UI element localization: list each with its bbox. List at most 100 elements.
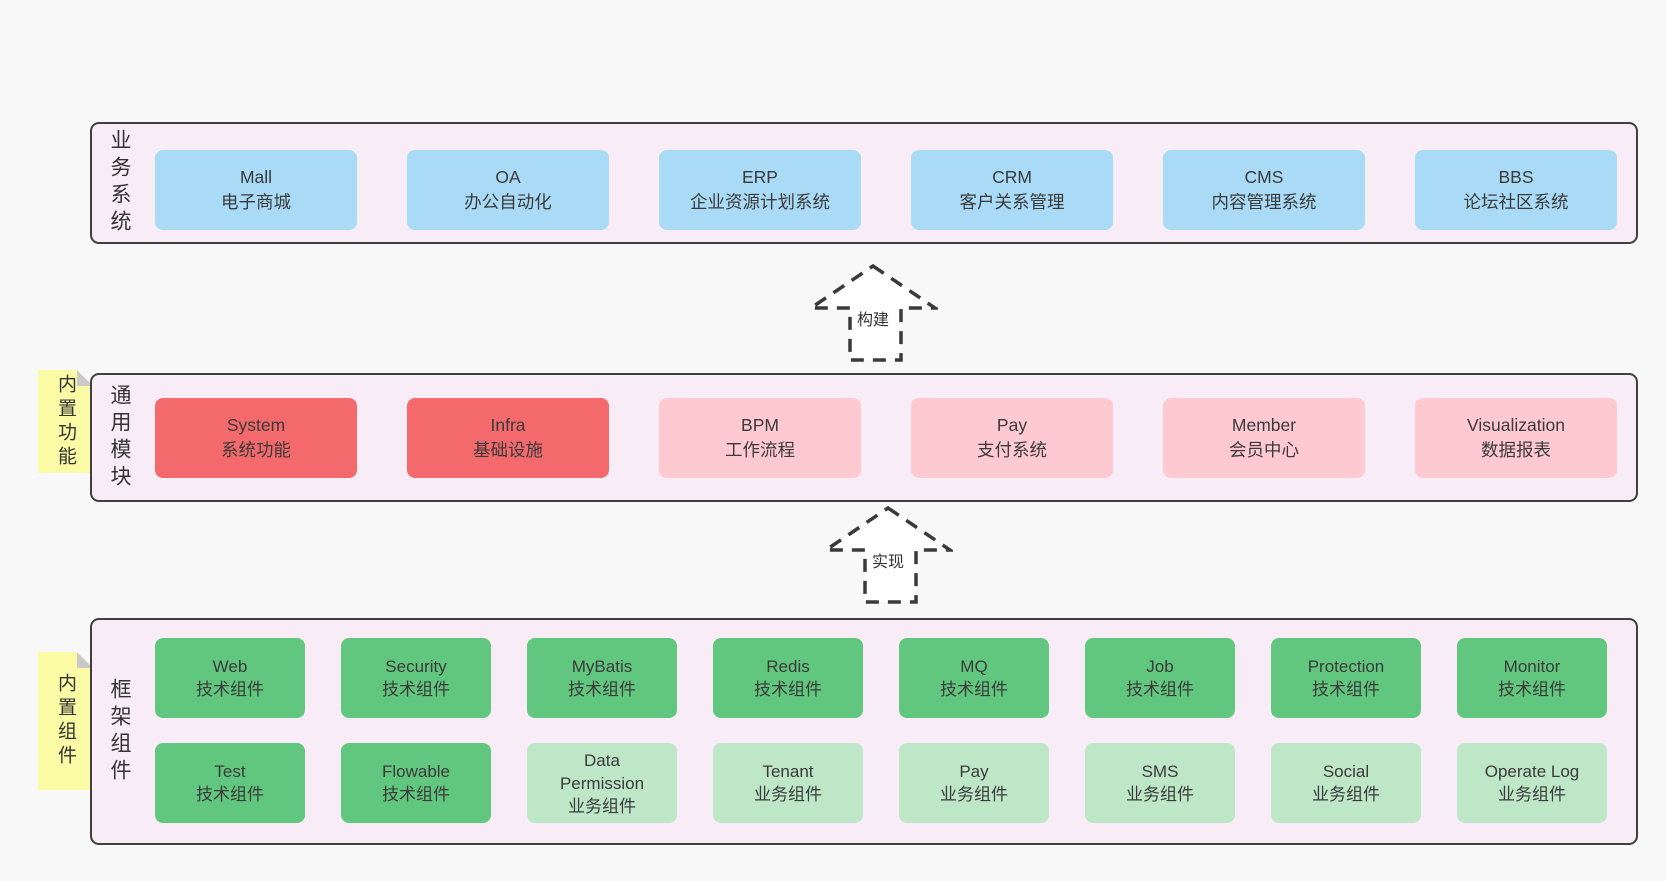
box-monitor: Monitor 技术组件 (1457, 638, 1607, 718)
box-title: Tenant (762, 762, 814, 781)
box-title: CMS (1244, 167, 1284, 187)
box-mall: Mall 电子商城 (155, 150, 357, 230)
box-subtitle: 技术组件 (754, 680, 822, 699)
box-subtitle: 技术组件 (568, 680, 636, 699)
box-pay-system: Pay 支付系统 (911, 398, 1113, 478)
box-crm: CRM 客户关系管理 (911, 150, 1113, 230)
box-title: Operate Log (1484, 762, 1580, 781)
box-oa: OA 办公自动化 (407, 150, 609, 230)
box-title: Data Permission (559, 750, 645, 793)
box-subtitle: 企业资源计划系统 (690, 192, 830, 212)
business-box-row: Mall 电子商城 OA 办公自动化 ERP 企业资源计划系统 CRM 客户关系… (155, 150, 1617, 230)
box-sms: SMS 业务组件 (1085, 743, 1235, 823)
box-subtitle: 业务组件 (1312, 785, 1380, 804)
box-job: Job 技术组件 (1085, 638, 1235, 718)
implement-arrow: 实现 (823, 505, 953, 605)
box-pay-component: Pay 业务组件 (899, 743, 1049, 823)
box-system: System 系统功能 (155, 398, 357, 478)
box-test: Test 技术组件 (155, 743, 305, 823)
box-subtitle: 基础设施 (473, 440, 543, 460)
box-flowable: Flowable 技术组件 (341, 743, 491, 823)
modules-box-row: System 系统功能 Infra 基础设施 BPM 工作流程 Pay 支付系统… (155, 398, 1617, 478)
framework-box-row-1: Web 技术组件 Security 技术组件 MyBatis 技术组件 Redi… (155, 638, 1607, 718)
box-security: Security 技术组件 (341, 638, 491, 718)
box-subtitle: 工作流程 (725, 440, 795, 460)
framework-box-row-2: Test 技术组件 Flowable 技术组件 Data Permission … (155, 743, 1607, 823)
box-subtitle: 系统功能 (221, 440, 291, 460)
box-subtitle: 技术组件 (1126, 680, 1194, 699)
box-subtitle: 论坛社区系统 (1463, 192, 1569, 212)
box-subtitle: 技术组件 (196, 785, 264, 804)
box-tenant: Tenant 业务组件 (713, 743, 863, 823)
box-subtitle: 业务组件 (1498, 785, 1566, 804)
box-cms: CMS 内容管理系统 (1163, 150, 1365, 230)
box-operate-log: Operate Log 业务组件 (1457, 743, 1607, 823)
box-title: BPM (741, 415, 779, 435)
panel-modules-label: 通用模块 (108, 383, 131, 492)
box-title: Job (1146, 657, 1174, 676)
box-title: Member (1231, 415, 1297, 435)
box-protection: Protection 技术组件 (1271, 638, 1421, 718)
panel-business-systems: 业务系统 Mall 电子商城 OA 办公自动化 ERP 企业资源计划系统 CRM… (90, 122, 1638, 244)
sticky-note-builtin-features: 内置功能 (38, 370, 93, 473)
box-title: Test (214, 762, 246, 781)
box-subtitle: 会员中心 (1229, 440, 1299, 460)
box-subtitle: 办公自动化 (464, 192, 552, 212)
box-redis: Redis 技术组件 (713, 638, 863, 718)
build-arrow-label: 构建 (853, 306, 893, 330)
box-mybatis: MyBatis 技术组件 (527, 638, 677, 718)
sticky-note-text: 内置组件 (55, 673, 76, 769)
box-title: Monitor (1503, 657, 1561, 676)
box-subtitle: 电子商城 (221, 192, 291, 212)
sticky-note-text: 内置功能 (55, 373, 76, 470)
box-title: OA (495, 167, 521, 187)
box-subtitle: 数据报表 (1481, 440, 1551, 460)
box-title: System (226, 415, 286, 435)
box-subtitle: 技术组件 (1312, 680, 1380, 699)
box-social: Social 业务组件 (1271, 743, 1421, 823)
box-title: BBS (1498, 167, 1534, 187)
box-subtitle: 技术组件 (196, 680, 264, 699)
box-subtitle: 业务组件 (568, 796, 636, 816)
box-infra: Infra 基础设施 (407, 398, 609, 478)
box-subtitle: 业务组件 (1126, 785, 1194, 804)
sticky-note-builtin-components: 内置组件 (38, 652, 93, 790)
box-title: CRM (992, 167, 1032, 187)
box-subtitle: 技术组件 (940, 680, 1008, 699)
box-title: Pay (996, 415, 1028, 435)
box-title: Redis (766, 657, 810, 676)
box-title: Social (1322, 762, 1370, 781)
box-subtitle: 客户关系管理 (959, 192, 1065, 212)
panel-common-modules: 通用模块 System 系统功能 Infra 基础设施 BPM 工作流程 Pay… (90, 373, 1638, 502)
box-title: Mall (239, 167, 273, 187)
panel-business-label: 业务系统 (108, 129, 131, 237)
box-subtitle: 内容管理系统 (1211, 192, 1317, 212)
box-subtitle: 技术组件 (1498, 680, 1566, 699)
build-arrow: 构建 (808, 263, 938, 363)
box-title: Visualization (1467, 415, 1565, 435)
box-title: Protection (1307, 657, 1385, 676)
box-erp: ERP 企业资源计划系统 (659, 150, 861, 230)
box-title: Security (385, 657, 447, 676)
box-subtitle: 技术组件 (382, 785, 450, 804)
box-web: Web 技术组件 (155, 638, 305, 718)
box-mq: MQ 技术组件 (899, 638, 1049, 718)
box-title: Web (212, 657, 248, 676)
box-title: Infra (490, 415, 526, 435)
box-member: Member 会员中心 (1163, 398, 1365, 478)
panel-framework-components: 框架组件 Web 技术组件 Security 技术组件 MyBatis 技术组件… (90, 618, 1638, 845)
box-subtitle: 业务组件 (940, 785, 1008, 804)
box-subtitle: 支付系统 (977, 440, 1047, 460)
box-subtitle: 业务组件 (754, 785, 822, 804)
box-visualization: Visualization 数据报表 (1415, 398, 1617, 478)
box-subtitle: 技术组件 (382, 680, 450, 699)
box-bpm: BPM 工作流程 (659, 398, 861, 478)
box-title: MQ (960, 657, 988, 676)
implement-arrow-label: 实现 (868, 548, 908, 572)
box-title: MyBatis (571, 657, 633, 676)
box-title: Flowable (381, 762, 451, 781)
box-bbs: BBS 论坛社区系统 (1415, 150, 1617, 230)
box-title: SMS (1141, 762, 1179, 781)
panel-framework-label: 框架组件 (108, 677, 131, 786)
box-title: ERP (742, 167, 778, 187)
